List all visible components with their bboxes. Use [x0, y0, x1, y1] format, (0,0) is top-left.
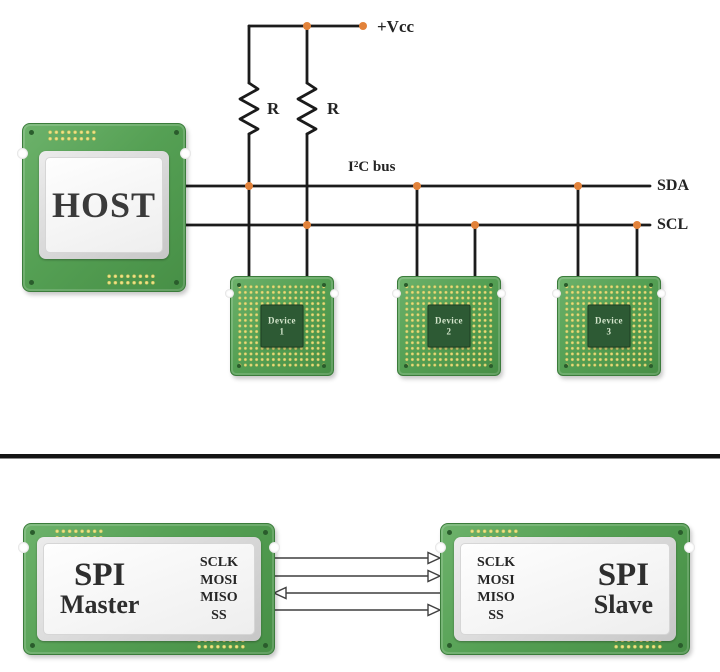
spi-master-die-surface: SPI Master SCLK MOSI MISO SS: [43, 543, 255, 635]
spi-master-die: SPI Master SCLK MOSI MISO SS: [37, 537, 261, 641]
device-3-chip: Device 3: [552, 276, 666, 376]
device-label: Device 3: [587, 304, 631, 348]
vcc-label: +Vcc: [377, 17, 415, 36]
junction-dot: [471, 221, 479, 229]
device-number: 3: [606, 326, 612, 336]
junction-dots: [245, 22, 641, 229]
spi-slave-die: SCLK MOSI MISO SS SPI Slave: [454, 537, 676, 641]
corner-screws-icon: [564, 283, 568, 287]
arrowhead-left-icon: [272, 586, 287, 600]
board-notch-icon: [269, 542, 280, 553]
spi-master-role: Master: [60, 590, 140, 620]
spi-slave-signals: SCLK MOSI MISO SS: [477, 554, 515, 624]
spi-arrowheads: [272, 551, 442, 617]
arrowhead-right-icon: [427, 551, 442, 565]
device-2-chip: Device 2: [392, 276, 506, 376]
corner-screws-icon: [237, 283, 241, 287]
resistor-1-label: R: [267, 99, 280, 118]
junction-dot: [359, 22, 367, 30]
spi-slave-die-surface: SCLK MOSI MISO SS SPI Slave: [460, 543, 670, 635]
junction-dot: [303, 22, 311, 30]
signal-label-miso: MISO: [477, 590, 515, 605]
spi-slave-chip: SCLK MOSI MISO SS SPI Slave: [435, 523, 695, 655]
junction-dot: [633, 221, 641, 229]
device-name: Device: [268, 315, 296, 326]
host-die-surface: HOST: [45, 157, 163, 253]
board-notch-icon: [180, 148, 191, 159]
corner-screws-icon: [447, 530, 452, 535]
pin-row-icon: [47, 129, 97, 142]
signal-label-sclk: SCLK: [477, 555, 516, 570]
scl-label: SCL: [657, 216, 689, 233]
device-label: Device 1: [260, 304, 304, 348]
pullup-resistor-2-zigzag: [296, 81, 318, 136]
signal-label-miso: MISO: [200, 590, 238, 605]
device-name: Device: [435, 315, 463, 326]
corner-screws-icon: [29, 130, 34, 135]
signal-label-mosi: MOSI: [200, 572, 238, 588]
device-1-chip: Device 1: [225, 276, 339, 376]
board-notch-icon: [330, 289, 339, 298]
signal-label-ss: SS: [211, 607, 227, 623]
spi-connection-wires: [273, 557, 440, 611]
spi-master-title: SPI: [74, 556, 126, 593]
spi-master-signals: SCLK MOSI MISO SS: [200, 554, 238, 624]
pin-row-icon: [106, 273, 156, 286]
corner-screws-icon: [30, 530, 35, 535]
arrowhead-right-icon: [427, 603, 442, 617]
board-notch-icon: [684, 542, 695, 553]
device-name: Device: [595, 315, 623, 326]
junction-dot: [245, 182, 253, 190]
signal-label-sclk: SCLK: [199, 555, 238, 570]
i2c-bus-label: I²C bus: [348, 159, 396, 175]
host-label: HOST: [51, 185, 157, 225]
device-number: 1: [279, 326, 285, 336]
section-divider-line: [0, 454, 720, 459]
arrowhead-right-icon: [427, 569, 442, 583]
junction-dot: [574, 182, 582, 190]
board-notch-icon: [552, 289, 561, 298]
board-notch-icon: [435, 542, 446, 553]
board-notch-icon: [17, 148, 28, 159]
spi-master-name: SPI Master: [60, 556, 140, 620]
spi-master-chip: SPI Master SCLK MOSI MISO SS: [18, 523, 280, 655]
device-number: 2: [446, 326, 452, 336]
spi-slave-name: SPI Slave: [593, 556, 653, 620]
junction-dot: [413, 182, 421, 190]
junction-dot: [303, 221, 311, 229]
board-notch-icon: [18, 542, 29, 553]
spi-slave-role: Slave: [593, 590, 653, 620]
signal-label-ss: SS: [488, 607, 504, 623]
host-chip: HOST: [17, 123, 191, 292]
signal-label-mosi: MOSI: [477, 572, 515, 588]
board-notch-icon: [657, 289, 666, 298]
host-die: HOST: [39, 151, 169, 259]
pullup-resistor-1-zigzag: [238, 81, 260, 136]
board-notch-icon: [392, 289, 401, 298]
board-notch-icon: [497, 289, 506, 298]
sda-label: SDA: [657, 177, 690, 194]
corner-screws-icon: [404, 283, 408, 287]
spi-slave-title: SPI: [597, 556, 650, 593]
resistor-2-label: R: [327, 99, 340, 118]
device-label: Device 2: [427, 304, 471, 348]
board-notch-icon: [225, 289, 234, 298]
